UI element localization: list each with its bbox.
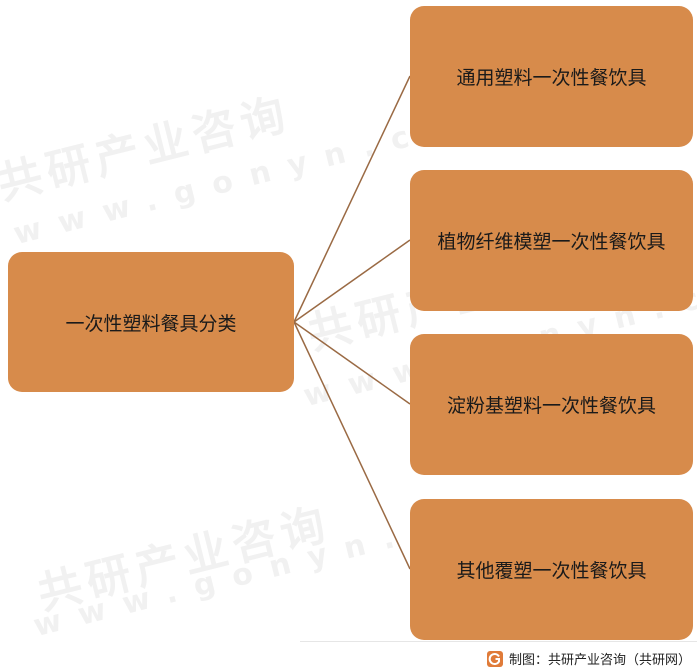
child-node-label: 淀粉基塑料一次性餐饮具 (446, 395, 656, 417)
connector-line-4 (293, 321, 411, 570)
connector-line-2 (293, 239, 411, 323)
child-node-general-plastic: 通用塑料一次性餐饮具 (410, 6, 693, 147)
gonyn-logo-icon (486, 650, 503, 667)
child-node-starch-based: 淀粉基塑料一次性餐饮具 (410, 334, 693, 475)
connector-line-3 (293, 321, 411, 405)
footer-credit: 制图：共研产业咨询（共研网） (486, 649, 691, 668)
footer-credit-text: 制图：共研产业咨询（共研网） (508, 653, 691, 668)
child-node-label: 植物纤维模塑一次性餐饮具 (437, 231, 666, 253)
child-node-label: 通用塑料一次性餐饮具 (456, 67, 647, 89)
child-node-plant-fiber: 植物纤维模塑一次性餐饮具 (410, 170, 693, 311)
child-node-label: 其他覆塑一次性餐饮具 (456, 560, 647, 582)
footer-divider (300, 641, 697, 642)
root-node: 一次性塑料餐具分类 (8, 252, 294, 392)
child-node-other-coated: 其他覆塑一次性餐饮具 (410, 499, 693, 640)
root-node-label: 一次性塑料餐具分类 (65, 312, 237, 335)
connector-line-1 (293, 75, 411, 323)
